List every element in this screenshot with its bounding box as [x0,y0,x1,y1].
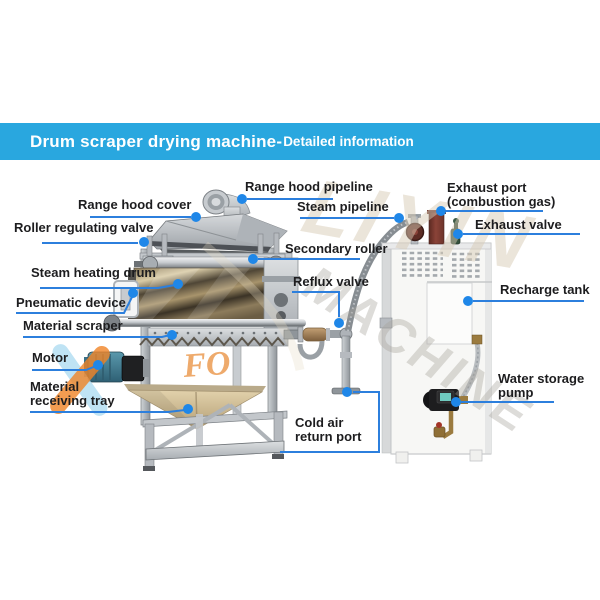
dot-water-storage-pump [451,397,461,407]
dot-material-scraper [167,330,177,340]
dot-steam-pipeline [394,213,404,223]
label-reflux-valve: Reflux valve [293,274,369,289]
label-material-receiving-tray: Material receiving tray [30,379,115,409]
label-recharge-tank: Recharge tank [500,282,590,297]
label-range-hood-cover: Range hood cover [78,197,192,212]
label-secondary-roller: Secondary roller [285,241,388,256]
boiler-right-shade [485,249,491,454]
dot-exhaust-port [436,206,446,216]
dot-secondary-roller [248,254,258,264]
label-exhaust-valve: Exhaust valve [475,217,562,232]
dot-roller-regulating-valve [139,237,149,247]
dot-pneumatic-device [128,288,138,298]
material-scraper-part [103,314,306,347]
label-material-scraper: Material scraper [23,318,123,333]
label-steam-heating-drum: Steam heating drum [31,265,156,280]
flange-ring [297,326,304,343]
label-steam-pipeline: Steam pipeline [297,199,389,214]
brass-piping [433,411,454,439]
leader-steam-heating-drum [40,284,176,289]
dot-material-receiving-tray [183,404,193,414]
base-frame [142,403,288,471]
leader-lines [16,194,584,453]
leader-motor [32,365,97,371]
dot-steam-heating-drum [173,279,183,289]
label-motor: Motor [32,350,69,365]
u-trap-pipe [297,340,325,360]
recharge-tank-panel [426,282,473,345]
label-water-storage-pump: Water storage pump [498,371,585,401]
pipe-nut [340,352,352,358]
page-title: Drum scraper drying machine- [30,131,283,151]
watermark-accent: FO [181,345,232,385]
label-roller-regulating-valve: Roller regulating valve [14,220,154,235]
label-cold-air-return-port: Cold air return port [295,415,362,445]
dot-recharge-tank [463,296,473,306]
hose-corrugation [347,221,409,332]
boiler-legs [392,449,491,464]
dot-cold-air-return-port [342,387,352,397]
watermark-swoosh [202,241,305,371]
dot-reflux-valve [334,318,344,328]
feed-hose [459,334,483,404]
drum-dryer-illustration [84,189,306,471]
dot-exhaust-valve [453,229,463,239]
horizontal-pipe [330,330,346,338]
steam-outlet-valve [405,214,425,245]
water-storage-pump-part [423,389,459,411]
label-range-hood-pipeline: Range hood pipeline [245,179,373,194]
dot-range-hood-cover [191,212,201,222]
vent-louvers [402,251,482,278]
dot-motor [93,360,103,370]
label-pneumatic-device: Pneumatic device [16,295,126,310]
page-subtitle: Detailed information [283,134,414,149]
leader-pneumatic-device [16,296,133,314]
title-banner: Drum scraper drying machine- Detailed in… [0,123,600,160]
reflux-valve-part [302,327,328,342]
steam-boiler-illustration [379,210,492,464]
leader-cold-air-return-port [280,391,380,453]
flange-ring-2 [326,328,330,341]
boiler-cabinet [390,242,492,455]
cold-air-return-pipe [341,335,351,390]
dot-range-hood-pipeline [237,194,247,204]
side-pipe-stub [379,317,393,329]
leader-reflux-valve [292,291,340,317]
leader-material-receiving-tray [30,409,186,413]
label-exhaust-port: Exhaust port (combustion gas) [447,180,556,210]
